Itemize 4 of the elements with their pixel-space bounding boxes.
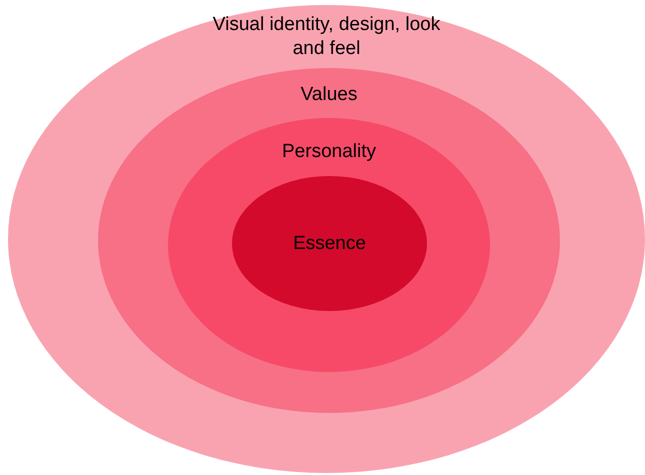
ring-label: Personality — [282, 140, 376, 164]
ring-label: Essence — [293, 232, 366, 256]
ring-label: Values — [300, 83, 358, 107]
ring-label: Visual identity, design, look and feel — [212, 13, 442, 61]
